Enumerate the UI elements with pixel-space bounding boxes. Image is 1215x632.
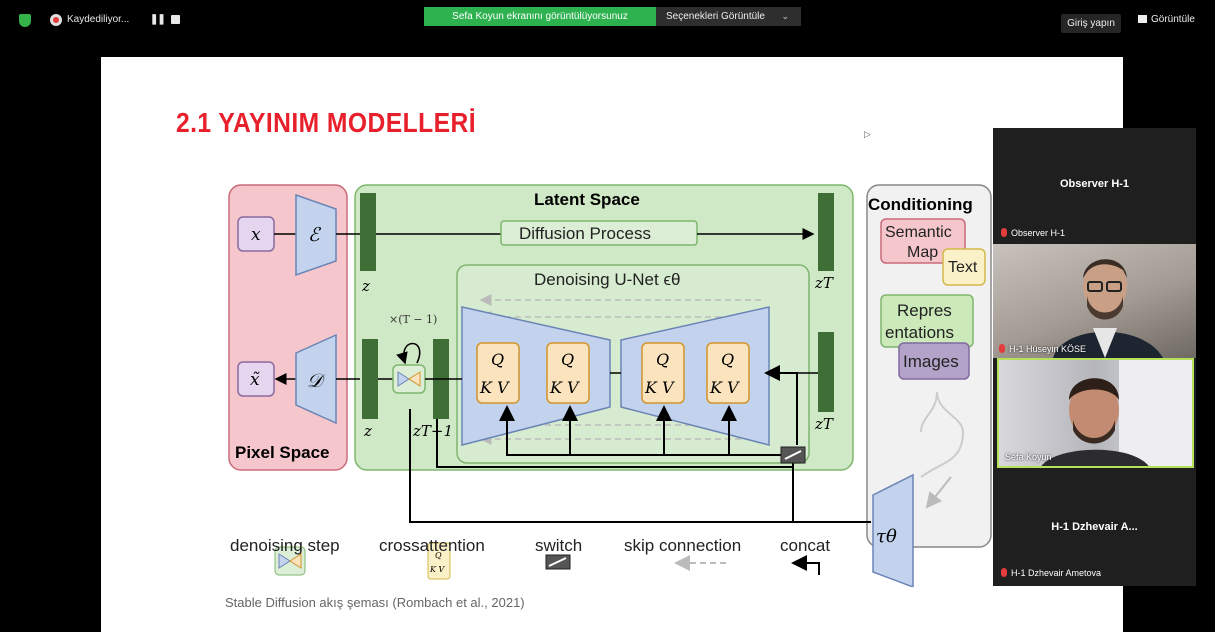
- diffusion-process-label: Diffusion Process: [519, 224, 651, 243]
- screen-share-status: Sefa Koyun ekranını görüntülüyorsunuz: [424, 7, 656, 26]
- meeting-top-bar: Kaydediliyor... ❚❚ Sefa Koyun ekranını g…: [0, 0, 1215, 52]
- legend-switch: switch: [535, 536, 583, 555]
- semantic-map-label-1: Semantic: [885, 224, 952, 241]
- view-button[interactable]: Görüntüle: [1138, 14, 1195, 25]
- encoder-label: ℰ: [308, 224, 322, 246]
- diffusion-process-box: [500, 220, 698, 246]
- svg-text:Q: Q: [721, 350, 734, 369]
- tau-encoder-trapezoid: [872, 473, 914, 587]
- stop-recording-button[interactable]: [171, 15, 180, 24]
- svg-text:Q: Q: [561, 350, 574, 369]
- svg-text:K V: K V: [644, 378, 675, 397]
- tau-label: τθ: [876, 526, 897, 547]
- x-tilde-label: x̃: [250, 370, 260, 390]
- zt-label-top: zT: [814, 274, 834, 292]
- dzhevair-tile-name[interactable]: H-1 Dzhevair A...: [1051, 521, 1138, 533]
- representations-label-2: entations: [885, 323, 954, 342]
- images-label: Images: [903, 352, 959, 371]
- observer-label: Observer H-1: [1001, 228, 1065, 238]
- video-tile-huseyin[interactable]: H-1 Hüseyin KÖSE: [993, 244, 1196, 358]
- pixel-space-label: Pixel Space: [235, 443, 330, 462]
- observer-tile-name[interactable]: Observer H-1: [1059, 178, 1130, 190]
- decoder-label: 𝒟: [307, 370, 326, 392]
- recording-status: Kaydediliyor...: [67, 14, 130, 25]
- z-label-bottom: z: [363, 422, 372, 440]
- view-options-button[interactable]: Seçenekleri Görüntüle ⌄: [656, 7, 801, 26]
- legend: Q K V: [274, 542, 820, 580]
- legend-skip-connection: skip connection: [624, 536, 742, 555]
- recording-icon: [50, 14, 62, 26]
- decoder-trapezoid: [295, 333, 337, 425]
- video-tile-sefa[interactable]: Sefa Koyun: [997, 358, 1194, 468]
- z-bar-top: [360, 193, 376, 271]
- qkv-block-3: Q K V: [641, 342, 685, 404]
- repeat-count-label: ×(T − 1): [389, 313, 437, 326]
- stable-diffusion-diagram: Pixel Space Latent Space Conditioning x …: [228, 184, 992, 587]
- svg-text:K V: K V: [479, 378, 510, 397]
- svg-text:Q: Q: [435, 551, 442, 560]
- slide-caption: Stable Diffusion akış şeması (Rombach et…: [225, 595, 525, 610]
- muted-mic-icon: [1001, 568, 1007, 577]
- dzhevair-label: H-1 Dzhevair Ametova: [1001, 568, 1101, 578]
- legend-concat: concat: [780, 536, 831, 555]
- encoder-trapezoid: [295, 193, 337, 277]
- svg-text:K V: K V: [429, 565, 446, 574]
- muted-mic-icon: [1001, 228, 1007, 237]
- participant-video-huseyin: [1053, 259, 1163, 358]
- legend-crossattention: crossattention: [379, 536, 485, 555]
- pause-recording-button[interactable]: ❚❚: [150, 14, 166, 25]
- z-bar-bottom: [362, 339, 378, 419]
- svg-text:K V: K V: [709, 378, 740, 397]
- zt-minus-1-label: zT−1: [412, 422, 453, 440]
- conditioning-label: Conditioning: [868, 195, 973, 214]
- svg-text:Q: Q: [656, 350, 669, 369]
- x-label: x: [251, 225, 261, 245]
- qkv-block-1: Q K V: [476, 342, 520, 404]
- semantic-map-label-2: Map: [907, 244, 938, 261]
- text-label: Text: [948, 259, 978, 276]
- images-box: [898, 342, 970, 380]
- view-options-label: Seçenekleri Görüntüle: [666, 11, 765, 22]
- view-label: Görüntüle: [1151, 14, 1195, 25]
- x-tilde-output-box: [237, 361, 275, 397]
- huseyin-label: H-1 Hüseyin KÖSE: [999, 344, 1086, 354]
- muted-mic-icon: [999, 344, 1005, 353]
- z-label-top: z: [361, 277, 370, 295]
- qkv-block-4: Q K V: [706, 342, 750, 404]
- sefa-label: Sefa Koyun: [1005, 452, 1052, 462]
- zt-bar-top: [818, 193, 834, 271]
- grid-view-icon: [1138, 15, 1147, 23]
- participants-panel: Observer H-1 Observer H-1 H-1 Hüseyin KÖ…: [993, 128, 1196, 586]
- latent-space-label: Latent Space: [534, 190, 640, 209]
- slide-title: 2.1 YAYINIM MODELLERİ: [176, 107, 476, 138]
- zt-label-bottom: zT: [814, 415, 834, 433]
- unet-label: Denoising U-Net ϵθ: [534, 270, 680, 289]
- shared-slide: 2.1 YAYINIM MODELLERİ ▷ Pixel Space Late…: [101, 57, 1123, 632]
- qkv-block-2: Q K V: [546, 342, 590, 404]
- svg-text:K V: K V: [549, 378, 580, 397]
- svg-text:Q: Q: [491, 350, 504, 369]
- mouse-cursor-icon: ▷: [864, 129, 871, 139]
- zt-bar-bottom: [818, 332, 834, 412]
- representations-label-1: Repres: [897, 301, 952, 320]
- sign-in-button[interactable]: Giriş yapın: [1061, 14, 1121, 33]
- participant-video-sefa: [1041, 360, 1192, 466]
- security-shield-icon[interactable]: [19, 14, 31, 27]
- text-box: [942, 248, 986, 286]
- chevron-down-icon: ⌄: [781, 11, 789, 21]
- legend-denoising-step: denoising step: [230, 536, 340, 555]
